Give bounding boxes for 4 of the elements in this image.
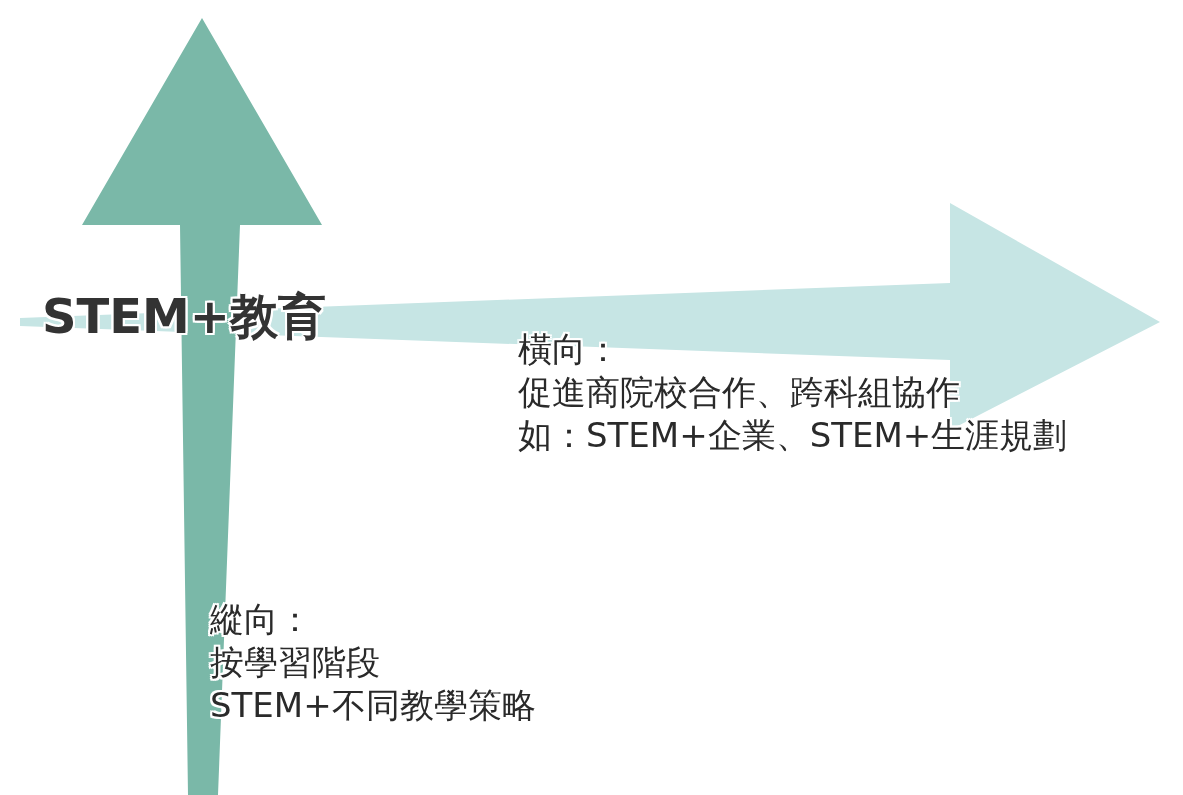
- direction-label: 橫向：: [518, 328, 620, 370]
- heading-text: STEM+教育: [42, 288, 327, 344]
- example-text: 如：STEM+企業、STEM+生涯規劃: [518, 414, 1068, 456]
- description-text: 促進商院校合作、跨科組協作: [518, 371, 960, 413]
